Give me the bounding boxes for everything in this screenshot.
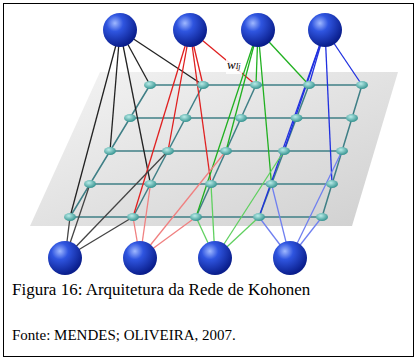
map-neurons bbox=[64, 81, 368, 221]
neuron-spheres bbox=[48, 13, 342, 275]
weight-label: wIj bbox=[226, 58, 242, 74]
source-note: Fonte: MENDES; OLIVEIRA, 2007. bbox=[12, 326, 236, 344]
weight-lines bbox=[65, 30, 362, 258]
map-plane bbox=[30, 72, 398, 226]
figure-caption: Figura 16: Arquitetura da Rede de Kohone… bbox=[12, 280, 312, 300]
